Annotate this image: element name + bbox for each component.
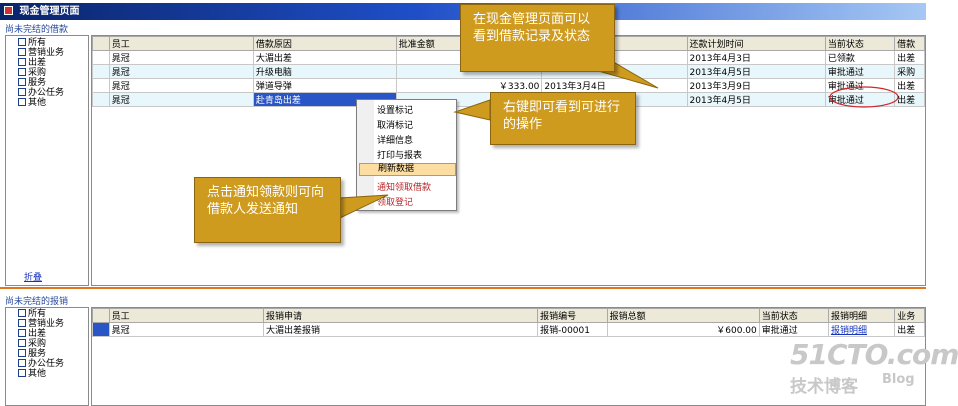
checkbox[interactable]: [18, 349, 26, 357]
watermark-blog: Blog: [882, 372, 915, 387]
table-cell[interactable]: 出差: [894, 322, 925, 337]
reimb-category-marketing[interactable]: 营销业务: [6, 319, 88, 329]
watermark-site: 51CTO.com: [790, 338, 958, 371]
checkbox[interactable]: [18, 339, 26, 347]
reimb-category-office[interactable]: 办公任务: [6, 359, 88, 369]
menu-item-receive-register[interactable]: 领取登记: [377, 198, 414, 208]
column-header[interactable]: 员工: [108, 36, 254, 51]
menu-item-print-report[interactable]: 打印与报表: [377, 151, 423, 161]
checkbox[interactable]: [18, 98, 26, 106]
column-header[interactable]: 报销编号: [537, 308, 608, 323]
reimb-category-service[interactable]: 服务: [6, 349, 88, 359]
checkbox[interactable]: [18, 88, 26, 96]
column-header[interactable]: 业务: [894, 308, 925, 323]
loan-category-all[interactable]: 所有: [6, 38, 88, 48]
table-cell[interactable]: ￥600.00: [606, 322, 760, 337]
column-header[interactable]: 报销申请: [262, 308, 539, 323]
window-title: 现金管理页面: [19, 6, 80, 17]
callout-top: 在现金管理页面可以看到借款记录及状态: [460, 4, 615, 72]
reimb-category-all[interactable]: 所有: [6, 309, 88, 319]
loans-section-label: 尚未完结的借款: [5, 25, 69, 35]
reimb-header-row: 员工 报销申请 报销编号 报销总额 当前状态 报销明细 业务: [92, 308, 925, 323]
loan-category-purchase[interactable]: 采购: [6, 68, 88, 78]
reimb-category-purchase[interactable]: 采购: [6, 339, 88, 349]
panel-splitter[interactable]: [0, 287, 926, 292]
checkbox[interactable]: [18, 58, 26, 66]
loan-category-panel: 所有 营销业务 出差 采购 服务 办公任务 其他 折叠: [5, 35, 89, 286]
checkbox[interactable]: [18, 68, 26, 76]
table-cell[interactable]: 采购: [894, 64, 925, 79]
table-cell[interactable]: 出差: [894, 50, 925, 65]
checkbox[interactable]: [18, 38, 26, 46]
callout-notify: 点击通知领款则可向借款人发送通知: [194, 177, 341, 243]
table-cell[interactable]: 弹道导弹: [252, 78, 397, 93]
menu-item-details[interactable]: 详细信息: [377, 136, 414, 146]
table-row[interactable]: 晁冠 弹道导弹 ￥333.00 2013年3月4日 2013年3月9日 审批通过…: [92, 78, 925, 93]
loan-category-travel[interactable]: 出差: [6, 58, 88, 68]
menu-item-clear-mark[interactable]: 取消标记: [377, 121, 414, 131]
callout-notify-pointer: [339, 194, 389, 219]
row-indicator[interactable]: [92, 322, 110, 337]
loan-category-other[interactable]: 其他: [6, 98, 88, 108]
checkbox[interactable]: [18, 329, 26, 337]
table-cell[interactable]: 出差: [894, 78, 925, 93]
highlight-ellipse: [829, 86, 899, 108]
menu-item-notify-loan[interactable]: 通知领取借款: [377, 183, 432, 193]
row-indicator[interactable]: [92, 64, 110, 79]
column-header[interactable]: 当前状态: [824, 36, 896, 51]
reimbursement-detail-link[interactable]: 报销明细: [830, 326, 867, 336]
checkbox[interactable]: [18, 48, 26, 56]
context-menu-icon-strip: [357, 100, 374, 210]
table-cell[interactable]: 审批通过: [758, 322, 829, 337]
table-cell[interactable]: 审批通过: [824, 92, 896, 107]
cash-management-window: 现金管理页面 尚未完结的借款 所有 营销业务 出差 采购 服务 办公任务 其他 …: [0, 3, 958, 406]
menu-item-refresh[interactable]: 刷新数据: [359, 163, 456, 176]
table-cell[interactable]: 晁冠: [108, 322, 265, 337]
app-icon: [4, 6, 13, 15]
column-header[interactable]: 当前状态: [758, 308, 829, 323]
watermark-subtitle: 技术博客: [790, 377, 858, 397]
checkbox[interactable]: [18, 78, 26, 86]
table-cell[interactable]: 报销明细: [827, 322, 896, 337]
context-menu: 设置标记 取消标记 详细信息 打印与报表 刷新数据 通知领取借款 领取登记: [356, 99, 457, 211]
checkbox[interactable]: [18, 359, 26, 367]
row-indicator[interactable]: [92, 92, 110, 107]
table-cell[interactable]: 2013年4月5日: [686, 92, 826, 107]
table-row[interactable]: 晁冠 大湄出差报销 报销-00001 ￥600.00 审批通过 报销明细 出差: [92, 322, 925, 337]
table-cell[interactable]: 大湄出差报销: [262, 322, 539, 337]
collapse-link[interactable]: 折叠: [24, 273, 43, 283]
loan-category-service[interactable]: 服务: [6, 78, 88, 88]
checkbox[interactable]: [18, 369, 26, 377]
table-cell[interactable]: 出差: [894, 92, 925, 107]
reimbursement-category-panel: 所有 营销业务 出差 采购 服务 办公任务 其他: [5, 307, 89, 406]
reimbursements-section-label: 尚未完结的报销: [5, 297, 69, 307]
column-header[interactable]: 借款原因: [252, 36, 397, 51]
reimbursements-table: 员工 报销申请 报销编号 报销总额 当前状态 报销明细 业务 晁冠 大湄出差报销…: [91, 307, 926, 406]
menu-item-set-mark[interactable]: 设置标记: [377, 106, 414, 116]
callout-menu: 右键即可看到可进行的操作: [490, 92, 636, 145]
reimb-category-travel[interactable]: 出差: [6, 329, 88, 339]
column-header[interactable]: 报销明细: [827, 308, 896, 323]
loan-category-office[interactable]: 办公任务: [6, 88, 88, 98]
reimb-category-other[interactable]: 其他: [6, 369, 88, 379]
table-cell[interactable]: 晁冠: [108, 92, 254, 107]
checkbox[interactable]: [18, 319, 26, 327]
checkbox[interactable]: [18, 309, 26, 317]
loan-category-marketing[interactable]: 营销业务: [6, 48, 88, 58]
callout-menu-pointer: [453, 99, 491, 121]
